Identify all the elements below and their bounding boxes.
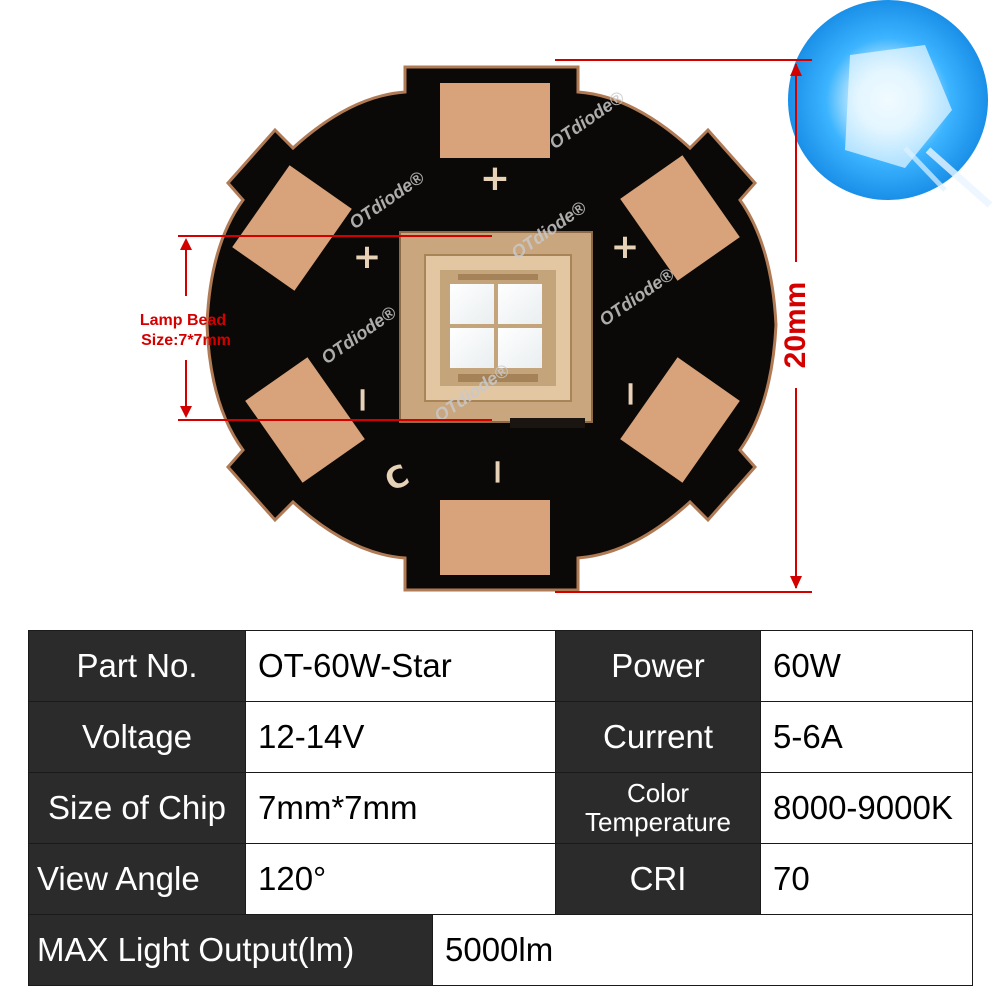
table-row: Voltage 12-14V Current 5-6A bbox=[28, 701, 974, 773]
table-row: MAX Light Output(lm) 5000lm bbox=[28, 914, 974, 986]
led-star-board-illustration: + + + − − − C OTdiode® OTdiode® OTdiode®… bbox=[140, 0, 993, 593]
cri-label: CRI bbox=[555, 843, 762, 915]
silk-minus-mark: − bbox=[611, 380, 651, 409]
solder-pad bbox=[620, 155, 740, 281]
current-label: Current bbox=[555, 701, 762, 773]
lamp-bead-size-label: Size:7*7mm bbox=[141, 332, 231, 349]
max-light-output-label: MAX Light Output(lm) bbox=[28, 914, 433, 986]
diameter-label: 20mm bbox=[779, 282, 812, 369]
silk-minus-mark: − bbox=[343, 386, 383, 415]
max-light-output-value: 5000lm bbox=[431, 914, 974, 986]
power-label: Power bbox=[555, 630, 762, 702]
table-row: View Angle 120° CRI 70 bbox=[28, 843, 974, 915]
silk-minus-mark: − bbox=[478, 458, 518, 487]
solder-pad bbox=[620, 357, 740, 483]
color-temperature-label-line1: Color bbox=[626, 778, 690, 808]
silk-plus-mark: + bbox=[353, 237, 382, 277]
solder-pad bbox=[440, 83, 550, 158]
solder-pad bbox=[232, 165, 352, 291]
lit-led-photo bbox=[788, 0, 993, 208]
size-of-chip-value: 7mm*7mm bbox=[244, 772, 557, 844]
part-no-label: Part No. bbox=[28, 630, 246, 702]
silk-plus-mark: + bbox=[480, 158, 510, 199]
emitter-die bbox=[498, 328, 542, 368]
lamp-bead-dimension: Lamp Bead Size:7*7mm bbox=[140, 235, 492, 421]
emitter-die bbox=[498, 284, 542, 324]
power-value: 60W bbox=[760, 630, 974, 702]
view-angle-value: 120° bbox=[244, 843, 557, 915]
voltage-label: Voltage bbox=[28, 701, 246, 773]
spec-table: Part No. OT-60W-Star Power 60W Voltage 1… bbox=[28, 630, 974, 986]
cri-value: 70 bbox=[760, 843, 974, 915]
table-row: Part No. OT-60W-Star Power 60W bbox=[28, 630, 974, 702]
emitter-die bbox=[450, 328, 494, 368]
voltage-value: 12-14V bbox=[244, 701, 557, 773]
solder-pad bbox=[440, 500, 550, 575]
current-value: 5-6A bbox=[760, 701, 974, 773]
emitter-die bbox=[450, 284, 494, 324]
color-temperature-value: 8000-9000K bbox=[760, 772, 974, 844]
color-temperature-label-line2: Temperature bbox=[585, 807, 731, 837]
view-angle-label: View Angle bbox=[28, 843, 246, 915]
diameter-dimension: 20mm bbox=[555, 59, 812, 593]
silk-plus-mark: + bbox=[611, 227, 640, 267]
part-no-value: OT-60W-Star bbox=[244, 630, 557, 702]
lamp-bead-label: Lamp Bead bbox=[140, 312, 226, 329]
size-of-chip-label: Size of Chip bbox=[28, 772, 246, 844]
led-chip-package bbox=[399, 231, 593, 428]
